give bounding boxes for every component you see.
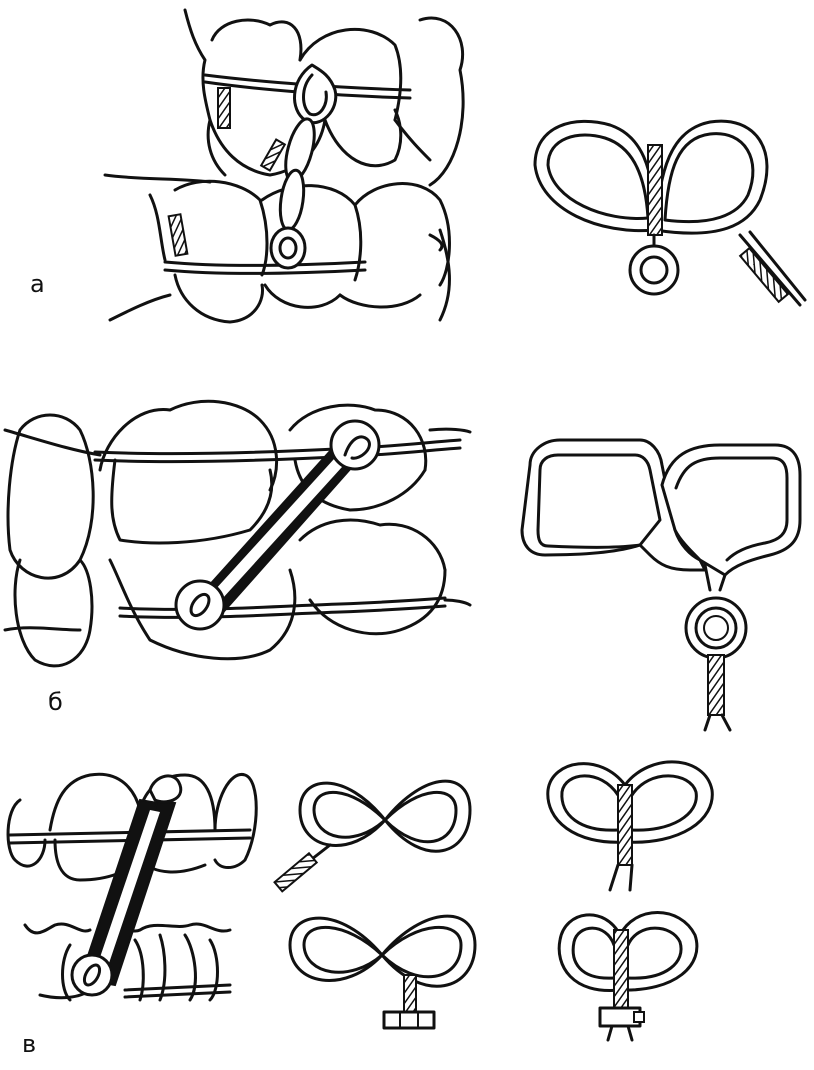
panel-label-a: а [30, 270, 45, 298]
panel-v-teeth-illustration [6, 772, 258, 1002]
panel-a-teeth-illustration [103, 8, 465, 324]
panel-v-wire-loop-bottom-left [288, 914, 477, 1030]
panel-label-v: в [22, 1030, 37, 1058]
panel-a-wire-loop-detail [533, 119, 807, 307]
panel-v-wire-loop-bottom-right [557, 911, 699, 1042]
panel-label-b: б [48, 688, 63, 716]
panel-v-wire-loop-top-right [546, 760, 714, 892]
panel-b-teeth-illustration [3, 399, 472, 668]
panel-v-wire-loop-top-left [273, 779, 472, 893]
panel-b-wire-loop-detail [520, 438, 802, 732]
